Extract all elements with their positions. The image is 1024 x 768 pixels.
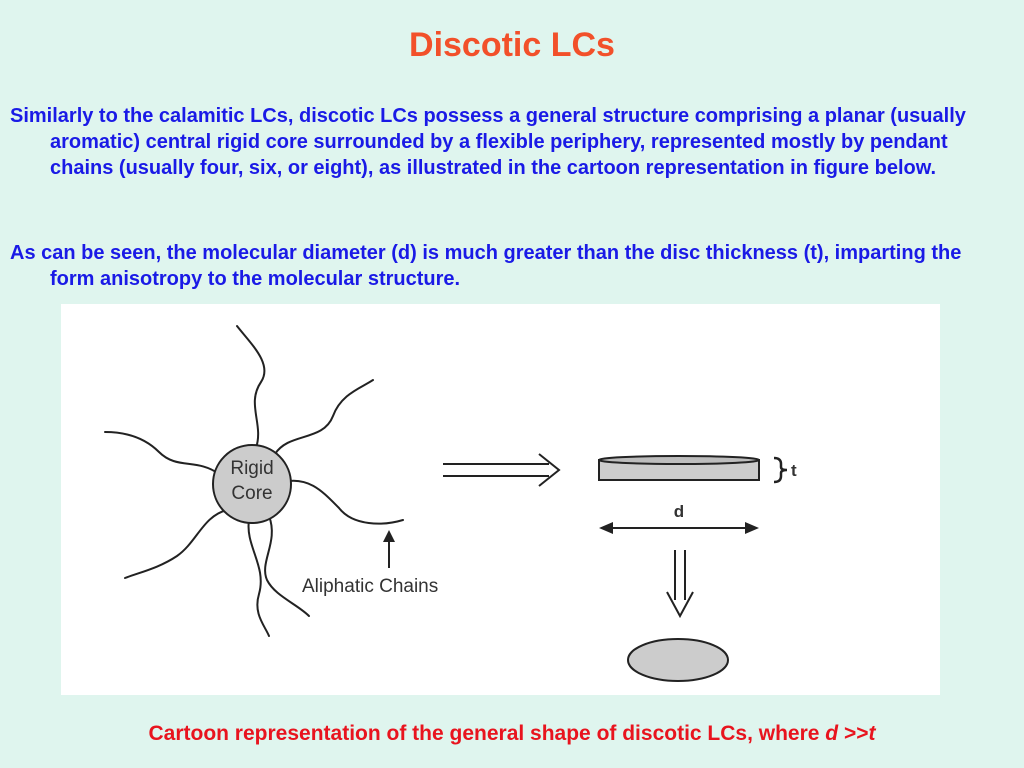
figure-panel: Rigid Core Aliphatic Chains t d — [61, 304, 940, 695]
rigid-core-circle — [212, 444, 292, 524]
chain-upper-right — [274, 379, 374, 455]
diameter-label: d — [674, 502, 684, 521]
double-arrow-down — [666, 550, 694, 619]
paragraph-structure: Similarly to the calamitic LCs, discotic… — [10, 105, 966, 179]
caption-relation: >> — [838, 722, 869, 745]
aliphatic-chains-label: Aliphatic Chains — [302, 576, 438, 597]
disc-side-view — [598, 455, 760, 481]
core-label-core: Core — [231, 483, 272, 504]
double-arrow-right — [443, 453, 561, 487]
disc-top-view — [627, 638, 729, 682]
slide-title: Discotic LCs — [409, 26, 615, 64]
chain-lower-left — [124, 509, 228, 579]
chain-lower — [247, 519, 270, 637]
aliphatic-chains — [104, 325, 404, 637]
core-label-rigid: Rigid — [230, 458, 273, 479]
discotic-diagram: Rigid Core Aliphatic Chains t d — [104, 325, 797, 682]
figure-caption: Cartoon representation of the general sh… — [0, 722, 1024, 746]
thickness-label: t — [791, 461, 797, 480]
chain-upper — [236, 325, 266, 449]
diameter-arrow — [599, 522, 759, 534]
chain-right — [282, 479, 404, 525]
caption-var-t: t — [868, 722, 876, 745]
caption-var-d: d — [825, 722, 839, 745]
thickness-bracket — [773, 456, 788, 484]
chains-pointer-arrow — [383, 530, 395, 568]
paragraph-anisotropy: As can be seen, the molecular diameter (… — [10, 242, 962, 290]
chain-left — [104, 431, 220, 475]
caption-text: Cartoon representation of the general sh… — [148, 722, 826, 745]
chain-lower-right — [264, 515, 310, 617]
